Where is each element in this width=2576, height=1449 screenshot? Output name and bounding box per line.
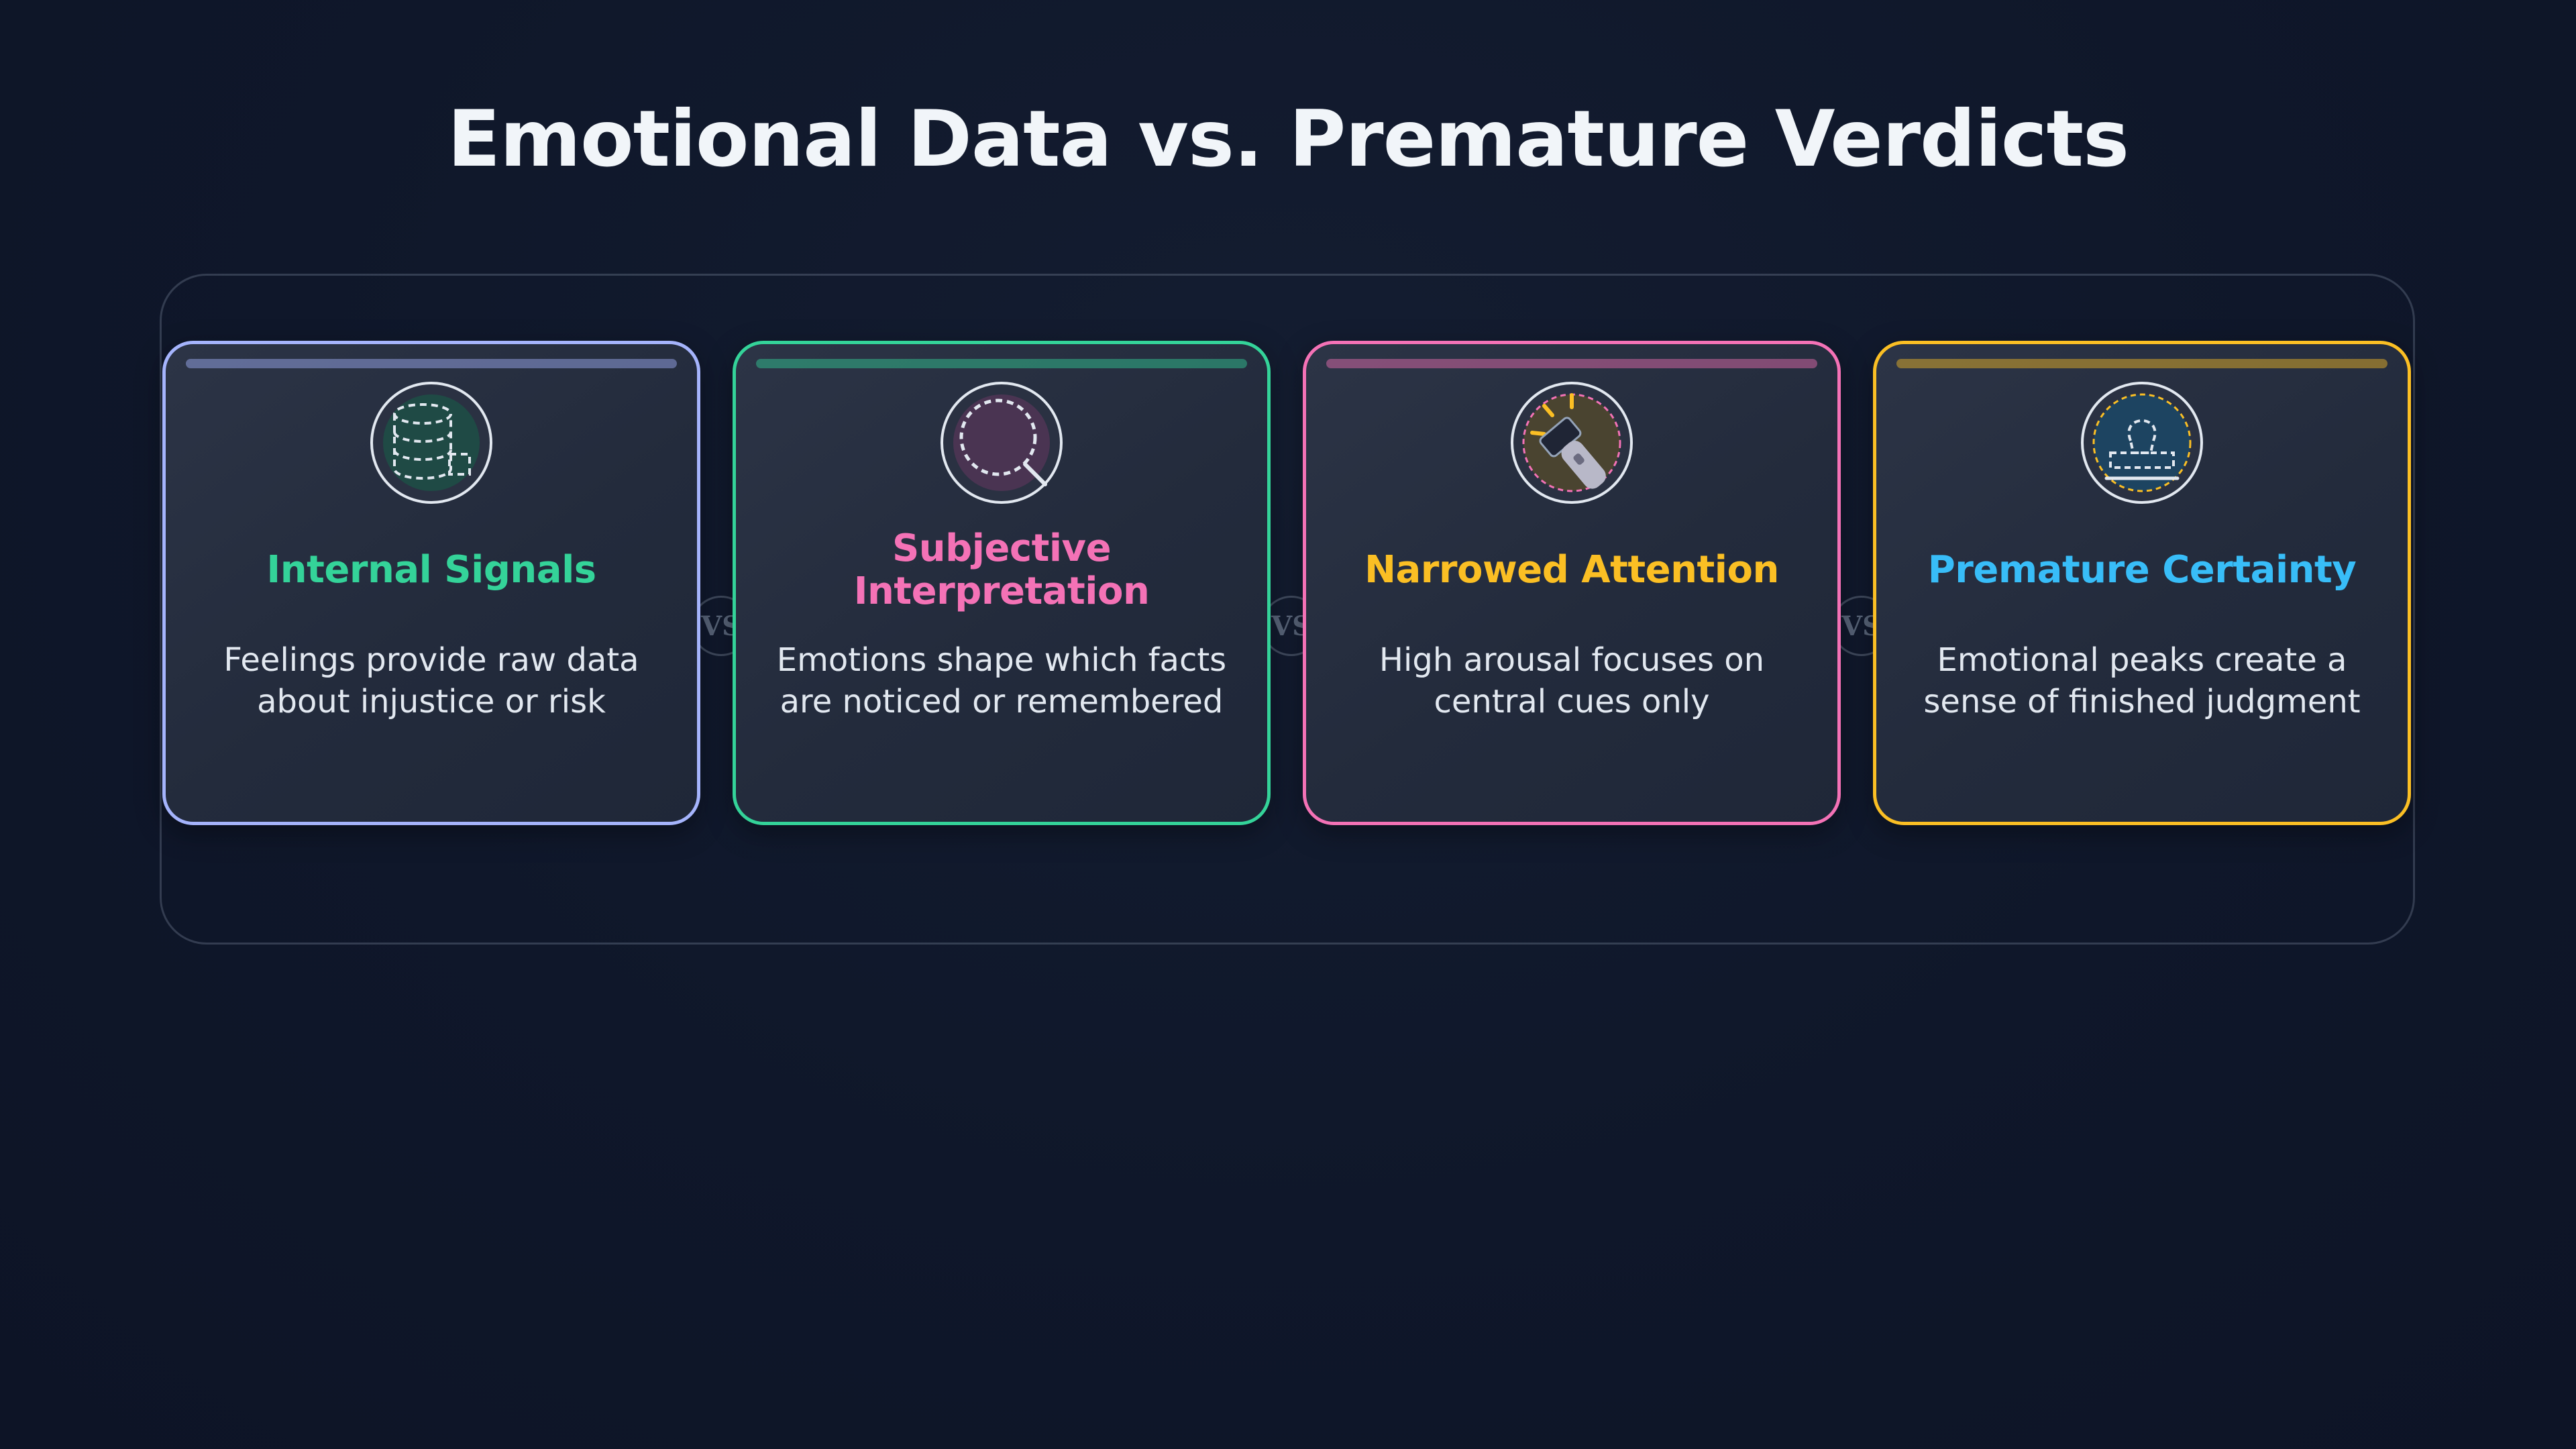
card-title: Premature Certainty <box>1927 548 2357 592</box>
card-narrowed-attention: Narrowed Attention High arousal focuses … <box>1303 341 1841 825</box>
card-top-bar <box>1896 359 2387 368</box>
magnifier-icon <box>939 380 1064 505</box>
card-top-bar <box>1326 359 1817 368</box>
card-description: Emotions shape which facts are noticed o… <box>776 641 1227 720</box>
card-top-bar <box>756 359 1247 368</box>
card-title: Subjective Interpretation <box>853 527 1150 613</box>
card-title: Internal Signals <box>266 548 596 592</box>
card-subjective-interpretation: Subjective Interpretation Emotions shape… <box>733 341 1271 825</box>
cards-panel <box>160 274 2415 945</box>
card-description: Feelings provide raw data about injustic… <box>223 641 639 720</box>
database-icon <box>369 380 494 505</box>
card-internal-signals: Internal Signals Feelings provide raw da… <box>162 341 700 825</box>
card-top-bar <box>186 359 677 368</box>
flashlight-icon <box>1509 380 1634 505</box>
page-title: Emotional Data vs. Premature Verdicts <box>447 94 2129 184</box>
card-title: Narrowed Attention <box>1364 548 1779 592</box>
card-description: Emotional peaks create a sense of finish… <box>1923 641 2361 720</box>
card-premature-certainty: Premature Certainty Emotional peaks crea… <box>1873 341 2411 825</box>
card-description: High arousal focuses on central cues onl… <box>1379 641 1765 720</box>
stamp-icon <box>2080 380 2204 505</box>
